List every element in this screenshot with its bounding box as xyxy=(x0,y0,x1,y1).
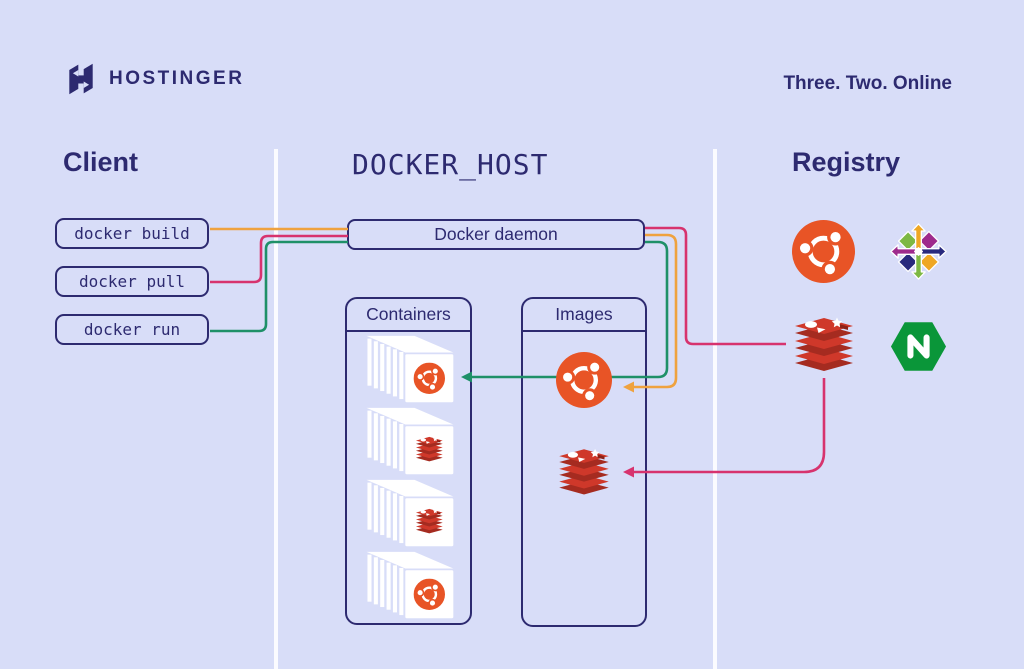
redis-container-icon xyxy=(361,478,457,550)
client-commands: docker build docker pull docker run xyxy=(55,218,209,345)
ubuntu-container-icon xyxy=(361,550,457,622)
images-header: Images xyxy=(523,299,645,332)
brand-name: HOSTINGER xyxy=(109,68,245,89)
docker-build-command: docker build xyxy=(55,218,209,249)
ubuntu-registry-logo-icon xyxy=(792,220,855,283)
client-column-title: Client xyxy=(63,147,139,177)
docker-daemon-label: Docker daemon xyxy=(434,224,558,244)
docker-daemon-box: Docker daemon xyxy=(347,219,645,250)
hostinger-brand: HOSTINGER xyxy=(63,60,244,98)
docker-run-command: docker run xyxy=(55,314,209,345)
containers-box: Containers xyxy=(345,297,472,625)
ubuntu-image-logo-icon xyxy=(556,352,612,408)
redis-container-icon xyxy=(361,406,457,478)
hostinger-logo-icon xyxy=(69,63,93,95)
run-to-daemon-line xyxy=(210,240,348,333)
pull-to-daemon-line xyxy=(210,234,348,284)
containers-list xyxy=(345,334,472,622)
registry-column-title: Registry xyxy=(792,147,901,177)
host-registry-divider xyxy=(713,149,717,669)
client-host-divider xyxy=(274,149,278,669)
docker-pull-command: docker pull xyxy=(55,266,209,297)
nginx-registry-logo-icon xyxy=(888,318,949,375)
docker-host-column-title: DOCKER_HOST xyxy=(352,148,549,181)
brand-tagline: Three. Two. Online xyxy=(783,73,952,94)
registry-grid xyxy=(776,204,966,394)
redis-registry-logo-icon xyxy=(786,313,862,381)
ubuntu-container-icon xyxy=(361,334,457,406)
images-list xyxy=(521,352,647,503)
containers-header: Containers xyxy=(347,299,470,332)
redis-image-logo-icon xyxy=(552,445,616,503)
centos-registry-logo-icon xyxy=(890,223,947,280)
